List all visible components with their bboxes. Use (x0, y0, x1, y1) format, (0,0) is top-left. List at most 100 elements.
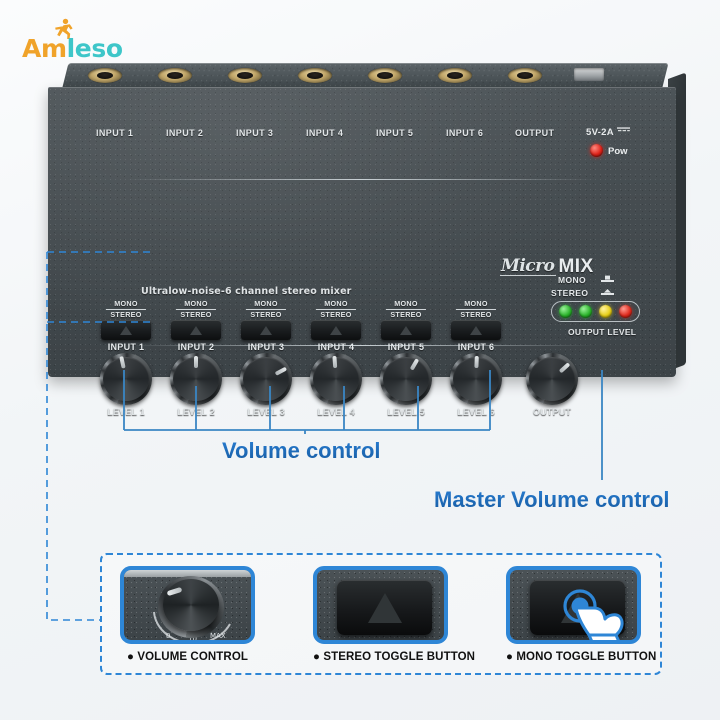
panel-divider-top (126, 179, 596, 180)
panel-divider-bottom (126, 345, 596, 346)
level-knob-2[interactable] (170, 353, 222, 405)
device-front-panel: INPUT 1 INPUT 2 INPUT 3 INPUT 4 INPUT 5 … (48, 87, 676, 417)
stereo-toggle-button-closeup[interactable] (337, 580, 432, 635)
channel-4-toggle-button[interactable] (311, 320, 361, 340)
output-level-led-red (619, 305, 632, 318)
usb-power-port[interactable] (574, 68, 604, 81)
brand-logo-am: Am (22, 34, 67, 63)
stereo-glyph-icon (601, 289, 614, 295)
triangle-icon (470, 325, 482, 335)
channel-5-toggle-button[interactable] (381, 320, 431, 340)
channel-6-mode-labels: MONO STEREO (456, 299, 496, 319)
level-knob-4-label: LEVEL 4 (317, 407, 355, 417)
output-level-led-green-1 (559, 305, 572, 318)
channel-4-stereo-label: STEREO (320, 309, 352, 319)
brand-logo: Amleso (22, 18, 132, 66)
detail-caption-mono-toggle: ● MONO TOGGLE BUTTON (506, 651, 656, 663)
channel-1-stereo-label: STEREO (110, 309, 142, 319)
indicator-mono-label: MONO (558, 275, 587, 285)
channel-2-button-label: INPUT 2 (177, 342, 215, 352)
port-label-input-2: INPUT 2 (166, 128, 204, 138)
jack-input-5[interactable] (368, 68, 402, 83)
channel-6-toggle-button[interactable] (451, 320, 501, 340)
detail-image-stereo-button (313, 566, 448, 644)
port-label-input-5: INPUT 5 (376, 128, 414, 138)
port-label-input-1: INPUT 1 (96, 128, 134, 138)
channel-4-mono-label: MONO (316, 299, 356, 310)
channel-4-mode-labels: MONO STEREO (316, 299, 356, 319)
channel-5-button-label: INPUT 5 (387, 342, 425, 352)
bullet-icon: ● (313, 651, 321, 663)
level-knob-5[interactable] (380, 353, 432, 405)
volume-knob-closeup[interactable] (158, 576, 224, 638)
indicator-stereo-label: STEREO (551, 288, 589, 298)
port-label-input-6: INPUT 6 (446, 128, 484, 138)
channel-3-toggle-button[interactable] (241, 320, 291, 340)
knob-cap (243, 357, 289, 401)
power-rating-text: 5V-2A (586, 127, 614, 138)
mono-glyph-icon (601, 275, 614, 282)
output-level-led-yellow (599, 305, 612, 318)
channel-6-button-label: INPUT 6 (457, 342, 495, 352)
level-knob-5-label: LEVEL 5 (387, 407, 425, 417)
product-logo-mix: MIX (558, 256, 594, 277)
channel-1-mono-label: MONO (106, 299, 146, 310)
jack-input-6[interactable] (438, 68, 472, 83)
level-knob-2-label: LEVEL 2 (177, 407, 215, 417)
port-label-input-3: INPUT 3 (236, 128, 274, 138)
channel-1-button-label: INPUT 1 (107, 342, 145, 352)
detail-card-stereo-toggle: ● STEREO TOGGLE BUTTON (313, 566, 475, 663)
channel-6-stereo-label: STEREO (460, 309, 492, 319)
channel-5-mode-labels: MONO STEREO (386, 299, 426, 319)
channel-3-mode-labels: MONO STEREO (246, 299, 286, 319)
triangle-icon (330, 325, 342, 335)
port-label-input-4: INPUT 4 (306, 128, 344, 138)
level-knob-6-label: LEVEL 6 (457, 407, 495, 417)
device-tagline: Ultralow-noise-6 channel stereo mixer (141, 286, 352, 297)
channel-4-button-label: INPUT 4 (317, 342, 355, 352)
panel-edge-highlight (124, 570, 251, 577)
channel-5-stereo-label: STEREO (390, 309, 422, 319)
output-level-label: OUTPUT LEVEL (568, 327, 637, 337)
triangle-icon (367, 592, 402, 623)
power-led (590, 144, 603, 157)
jack-input-2[interactable] (158, 68, 192, 83)
running-man-icon (55, 18, 73, 39)
master-output-knob-label: OUTPUT (532, 407, 572, 417)
output-level-led-group (551, 301, 640, 322)
jack-input-4[interactable] (298, 68, 332, 83)
channel-1-mode-labels: MONO STEREO (106, 299, 146, 319)
product-logo-micro: Micro (500, 256, 557, 276)
annotation-master-volume-control: Master Volume control (434, 487, 670, 512)
channel-1-toggle-button[interactable] (101, 320, 151, 340)
channel-3-mono-label: MONO (246, 299, 286, 310)
level-knob-6[interactable] (450, 353, 502, 405)
detail-card-mono-toggle: ● MONO TOGGLE BUTTON (506, 566, 656, 663)
knob-cap (163, 579, 219, 631)
jack-output[interactable] (508, 68, 542, 83)
knob-indicator (474, 355, 479, 369)
jack-input-1[interactable] (88, 68, 122, 83)
mixer-device: INPUT 1 INPUT 2 INPUT 3 INPUT 4 INPUT 5 … (40, 63, 686, 417)
hand-tap-cursor-icon (563, 589, 624, 640)
master-output-knob[interactable] (526, 353, 578, 405)
knob-cap (103, 357, 149, 401)
knob-cap (383, 357, 429, 401)
detail-caption-volume-control: ● VOLUME CONTROL (120, 651, 255, 663)
level-knob-3[interactable] (240, 353, 292, 405)
level-knob-4[interactable] (310, 353, 362, 405)
channel-2-mono-label: MONO (176, 299, 216, 310)
channel-2-toggle-button[interactable] (171, 320, 221, 340)
jack-input-3[interactable] (228, 68, 262, 83)
level-knob-1[interactable] (100, 353, 152, 405)
triangle-icon (260, 325, 272, 335)
knob-indicator (194, 356, 198, 368)
triangle-icon (190, 325, 202, 335)
level-knob-1-label: LEVEL 1 (107, 407, 145, 417)
knob-indicator (332, 355, 337, 369)
channel-5-mono-label: MONO (386, 299, 426, 310)
output-level-led-green-2 (579, 305, 592, 318)
